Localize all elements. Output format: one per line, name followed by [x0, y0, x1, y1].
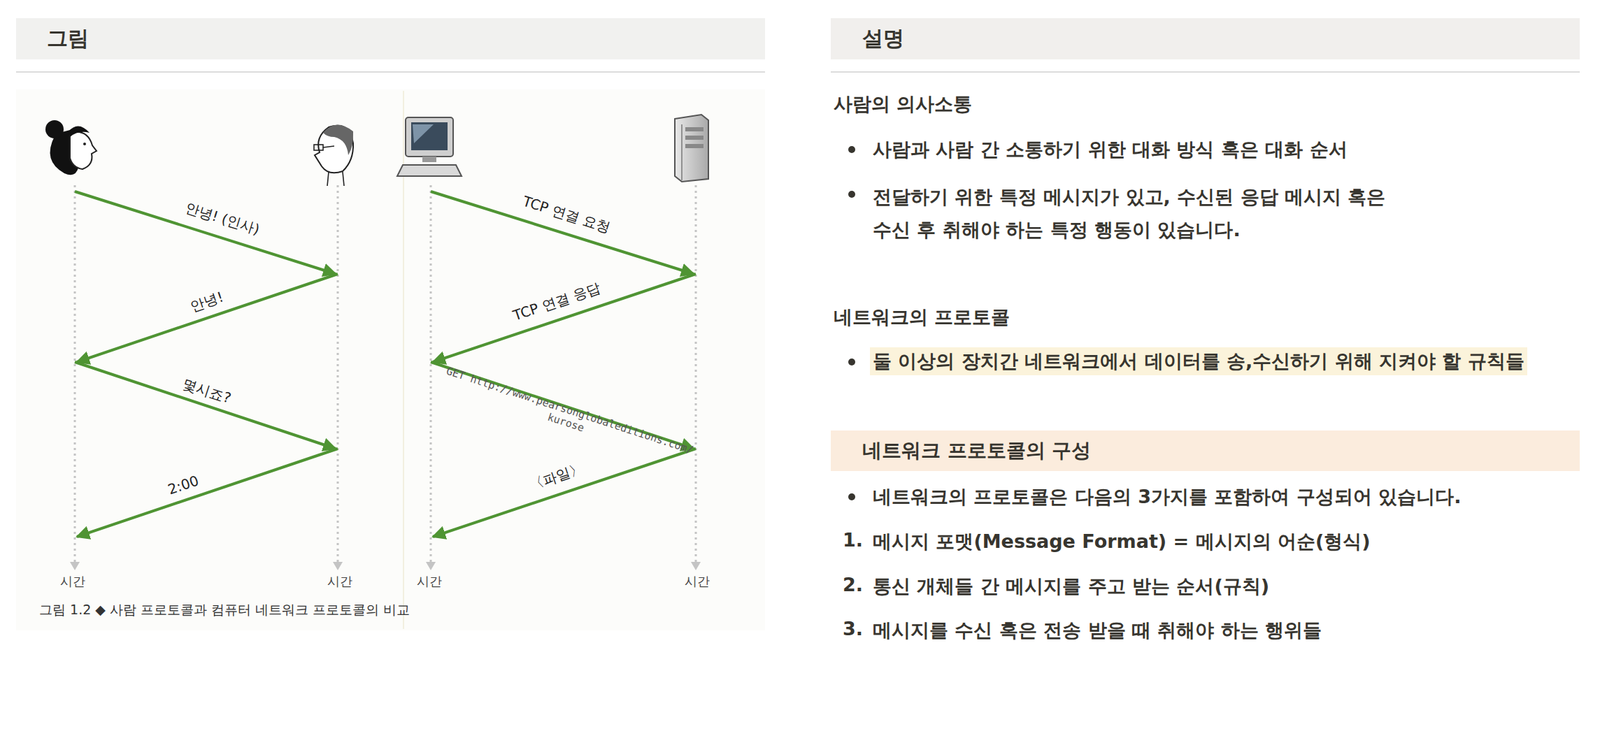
section-heading: 사람의 의사소통 [833, 91, 973, 117]
message-label: TCP 연결 응답 [508, 278, 605, 327]
request-label: GET http://www.pearsonglobaleditions.com… [424, 359, 712, 475]
message-label: TCP 연결 요청 [518, 191, 615, 239]
axis-label: 시간 [60, 573, 86, 591]
figure-caption: 그림 1.2 ◆ 사람 프로토콜과 컴퓨터 네트워크 프로토콜의 비교 [39, 601, 410, 620]
figure-ground [16, 89, 766, 631]
node-text: 둘 이상의 장치간 네트워크에서 데이터를 송,수신하기 위해 지켜야 할 규칙… [872, 348, 1525, 375]
message-label: 안녕! [186, 287, 228, 318]
message-label: 안녕! (인사) [181, 197, 265, 241]
section-heading: 네트워크의 프로토콜 [833, 304, 1010, 331]
divider [16, 71, 766, 73]
axis-label: 시간 [416, 573, 442, 591]
highlight-box: 둘 이상의 장치간 네트워크에서 데이터를 송,수신하기 위해 지켜야 할 규칙… [869, 347, 1528, 376]
section-band: 네트워크 프로토콜의 구성 [830, 430, 1580, 472]
list-text: 메시지 포맷(Message Format) = 메시지의 어순(형식) [872, 529, 1371, 555]
bullet-text: 전달하기 위한 특정 메시지가 있고, 수신된 응답 메시지 혹은 수신 후 취… [872, 180, 1405, 247]
message-arrows [74, 191, 696, 538]
woman-figure [45, 120, 97, 175]
computer-figure [397, 117, 462, 177]
message-label: 몇시죠? [178, 374, 235, 409]
header-band: 그림 [16, 18, 766, 60]
timelines [74, 185, 696, 564]
axis-label: 시간 [684, 573, 710, 591]
divider [830, 71, 1580, 73]
node-text: 설명 [862, 24, 905, 54]
node-text: 그림 [46, 24, 89, 54]
list-text: 통신 개체들 간 메시지를 주고 받는 순서(규칙) [872, 574, 1270, 600]
list-number: 1. [842, 529, 863, 552]
message-label: 2:00 [163, 472, 203, 500]
node-text: 네트워크 프로토콜의 구성 [862, 437, 1092, 465]
list-number: 3. [842, 618, 863, 640]
server-figure [674, 114, 709, 182]
header-band: 설명 [830, 18, 1580, 60]
message-label: 〈파일〉 [525, 458, 589, 496]
axis-label: 시간 [327, 573, 353, 591]
list-number: 2. [842, 574, 863, 596]
list-text: 메시지를 수신 혹은 전송 받을 때 취해야 하는 행위들 [872, 618, 1322, 644]
man-figure [313, 124, 354, 187]
bullet-text: 사람과 사람 간 소통하기 위한 대화 방식 혹은 대화 순서 [872, 137, 1348, 163]
bullet-text: 네트워크의 프로토콜은 다음의 3가지를 포함하여 구성되어 있습니다. [872, 484, 1461, 510]
timeline-heads [69, 562, 701, 571]
